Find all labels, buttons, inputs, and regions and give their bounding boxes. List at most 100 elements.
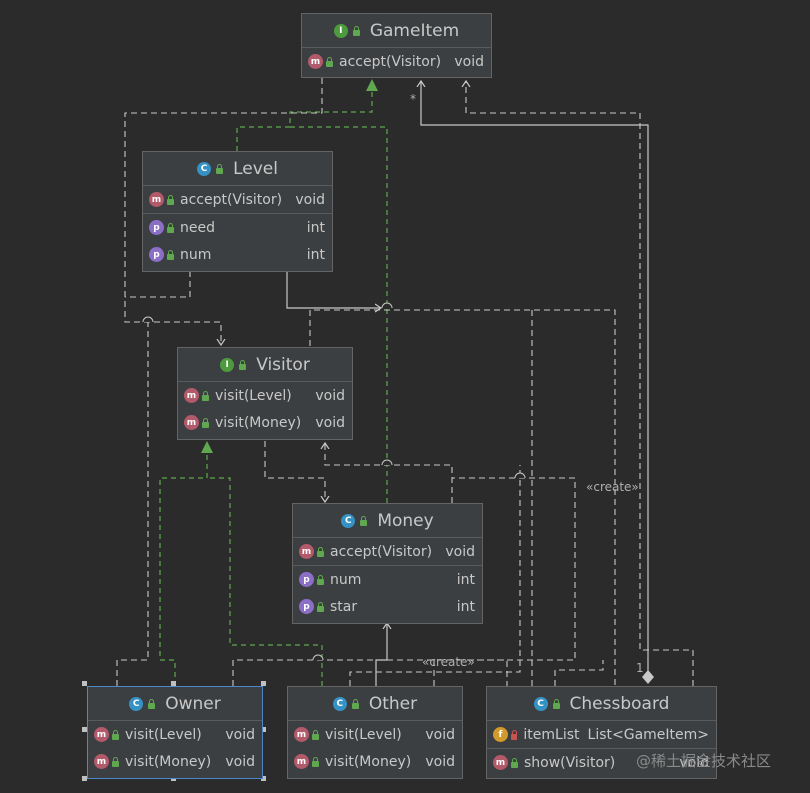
member-row: m visit(Money) void (288, 748, 462, 775)
member-type: void (679, 754, 709, 771)
public-lock-icon (511, 757, 518, 768)
member-row: p num int (143, 241, 332, 268)
class-gameitem[interactable]: I GameItem m accept(Visitor) void (301, 13, 492, 78)
public-lock-icon (202, 390, 209, 401)
edge-chessboard-create (554, 660, 604, 686)
realization-head-gameitem (366, 79, 378, 91)
edge-label-multiplicity-star: * (410, 92, 416, 106)
public-lock-icon (167, 194, 174, 205)
class-icon: C (341, 513, 356, 528)
member-name: visit(Level) (325, 726, 402, 743)
edge-owner-to-chessboard (232, 477, 576, 686)
method-icon: m (94, 754, 109, 769)
method-icon: m (493, 755, 508, 770)
edge-level-to-chessboard (309, 309, 616, 686)
member-name: visit(Level) (125, 726, 202, 743)
edge-money-association (286, 272, 380, 308)
member-name: star (330, 598, 358, 615)
private-lock-icon (511, 729, 518, 740)
edge-owner-realizes-visitor (159, 452, 208, 686)
class-visitor[interactable]: I Visitor m visit(Level) void m visit(Mo… (177, 347, 353, 440)
member-type: int (306, 246, 325, 263)
class-owner[interactable]: C Owner m visit(Level) void m visit(Mone… (87, 686, 263, 779)
member-type: void (425, 753, 455, 770)
class-other-header: C Other (288, 687, 462, 721)
public-lock-icon (317, 546, 324, 557)
edge-chessboard-to-gameitem (466, 82, 694, 686)
member-row: m accept(Visitor) void (293, 538, 482, 565)
member-row: m show(Visitor) void (487, 749, 716, 776)
member-name: visit(Level) (215, 387, 292, 404)
member-name: num (180, 246, 212, 263)
public-lock-icon (326, 56, 333, 67)
class-level-header: C Level (143, 152, 332, 186)
member-type: void (225, 753, 255, 770)
method-icon: m (149, 192, 164, 207)
interface-icon: I (333, 23, 348, 38)
public-lock-icon (167, 249, 174, 260)
public-lock-icon (312, 729, 319, 740)
class-money-title: Money (377, 510, 434, 531)
public-lock-icon (552, 698, 560, 709)
member-name: accept(Visitor) (180, 191, 283, 208)
member-row: p need int (143, 214, 332, 241)
member-row: m visit(Money) void (178, 409, 352, 436)
class-level-title: Level (233, 158, 278, 179)
class-gameitem-title: GameItem (369, 20, 460, 41)
public-lock-icon (112, 756, 119, 767)
public-lock-icon (317, 601, 324, 612)
member-type: void (315, 387, 345, 404)
class-money[interactable]: C Money m accept(Visitor) void p num int… (292, 503, 483, 624)
edge-label-create-chessboard: «create» (586, 480, 639, 494)
class-chessboard[interactable]: C Chessboard f itemList List<GameItem> m… (486, 686, 717, 779)
member-name: visit(Money) (325, 753, 412, 770)
class-level[interactable]: C Level m accept(Visitor) void p need in… (142, 151, 333, 272)
edge-label-create-other: «create» (422, 655, 475, 669)
member-type: int (456, 571, 475, 588)
member-row: p num int (293, 566, 482, 593)
member-name: accept(Visitor) (339, 53, 442, 70)
public-lock-icon (112, 729, 119, 740)
class-icon: C (197, 161, 212, 176)
edge-level-to-visitor (125, 271, 191, 298)
member-type: int (306, 219, 325, 236)
member-name: visit(Money) (125, 753, 212, 770)
public-lock-icon (352, 25, 360, 36)
solid-edges (286, 82, 649, 686)
edge-label-multiplicity-one: 1 (636, 661, 644, 675)
public-lock-icon (239, 359, 247, 370)
line-hops (142, 302, 526, 661)
member-type: int (456, 598, 475, 615)
public-lock-icon (312, 756, 319, 767)
class-other[interactable]: C Other m visit(Level) void m visit(Mone… (287, 686, 463, 779)
property-icon: p (299, 572, 314, 587)
class-other-title: Other (368, 693, 418, 714)
member-row: m visit(Level) void (288, 721, 462, 748)
method-icon: m (184, 388, 199, 403)
edge-other-to-money (375, 624, 387, 686)
member-name: itemList (523, 726, 580, 743)
edge-gameitem-left-loop (124, 78, 323, 344)
member-name: show(Visitor) (524, 754, 616, 771)
method-icon: m (294, 754, 309, 769)
method-icon: m (184, 415, 199, 430)
public-lock-icon (317, 574, 324, 585)
member-type: void (454, 53, 484, 70)
class-owner-title: Owner (165, 693, 221, 714)
interface-icon: I (220, 357, 235, 372)
member-type: void (225, 726, 255, 743)
public-lock-icon (351, 698, 359, 709)
member-type: void (295, 191, 325, 208)
method-icon: m (308, 54, 323, 69)
member-row: m accept(Visitor) void (143, 186, 332, 213)
class-owner-header: C Owner (88, 687, 262, 721)
member-type: void (425, 726, 455, 743)
method-icon: m (294, 727, 309, 742)
field-icon: f (493, 727, 508, 742)
member-type: void (445, 543, 475, 560)
edge-chessboard-composition (421, 82, 649, 672)
edge-money-to-visitor (325, 444, 453, 503)
edge-visitor-to-money (264, 441, 325, 501)
class-chessboard-header: C Chessboard (487, 687, 716, 721)
